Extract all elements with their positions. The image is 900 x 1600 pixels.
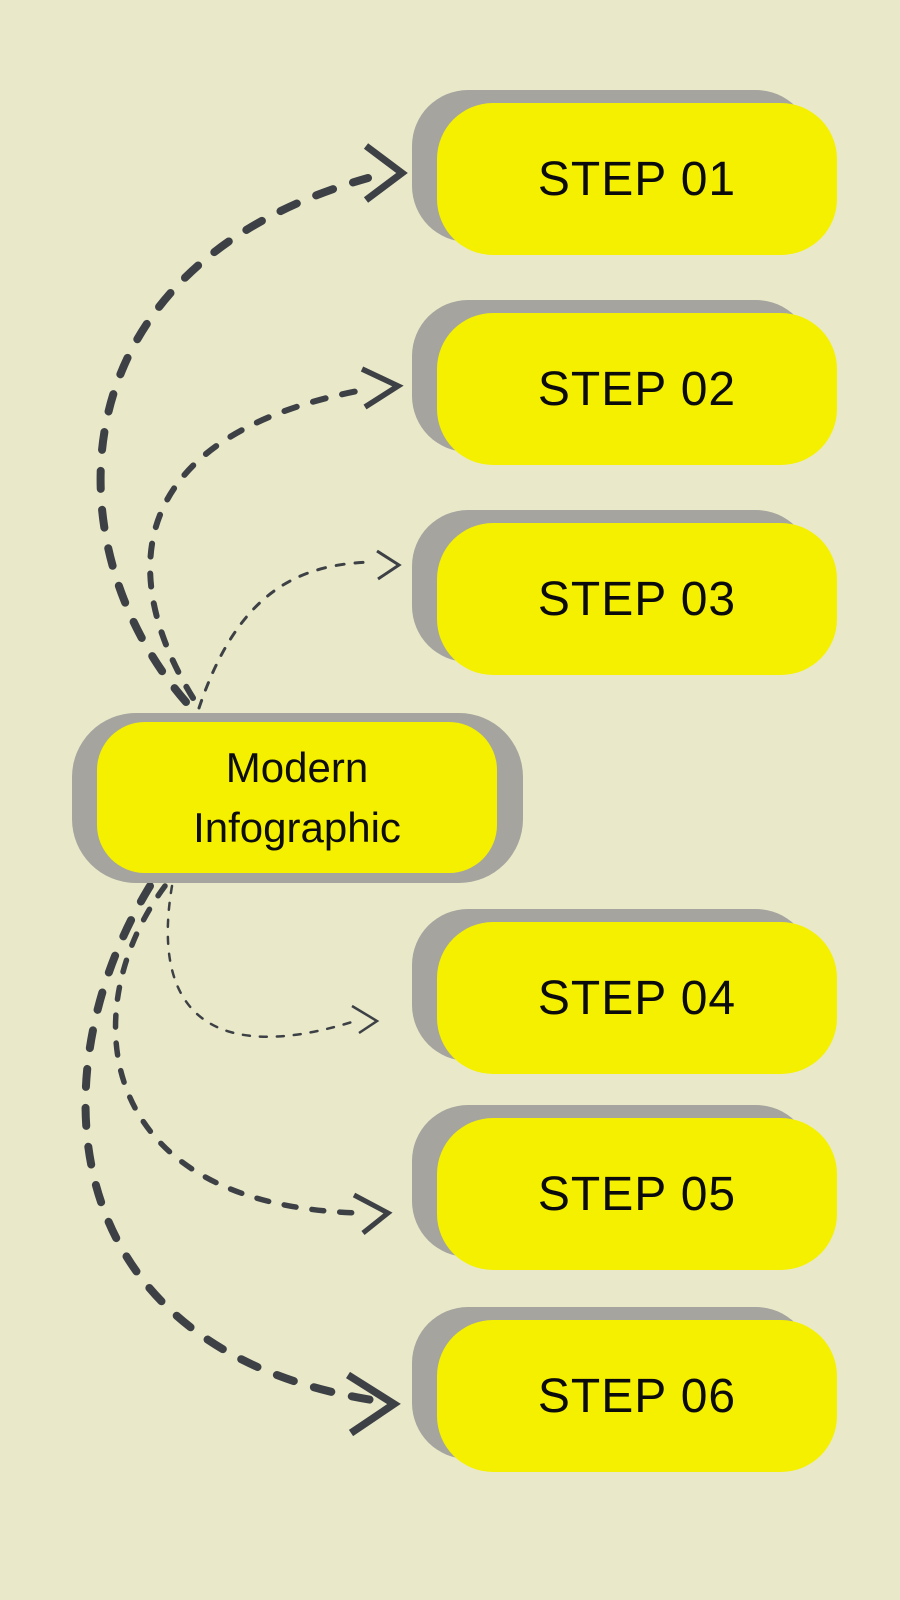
step-node-05-label: STEP 05 — [537, 1167, 737, 1221]
arrow-to-step-02-icon — [147, 366, 404, 701]
arrow-to-step-06-icon — [81, 882, 401, 1437]
center-title-line2: Infographic — [193, 803, 401, 851]
center-node-face: Modern Infographic — [97, 722, 497, 873]
step-node-06-face: STEP 06 — [437, 1320, 837, 1472]
center-node: Modern Infographic — [72, 713, 523, 883]
step-node-05-face: STEP 05 — [437, 1118, 837, 1270]
step-node-06-label: STEP 06 — [537, 1369, 737, 1423]
step-node-01-label: STEP 01 — [537, 152, 737, 206]
step-node-04-face: STEP 04 — [437, 922, 837, 1074]
step-node-03-face: STEP 03 — [437, 523, 837, 675]
center-title-line1: Modern — [225, 743, 369, 791]
step-node-02-face: STEP 02 — [437, 313, 837, 465]
arrow-to-step-04-icon — [166, 884, 380, 1038]
step-node-01: STEP 01 — [412, 90, 837, 255]
step-node-06: STEP 06 — [412, 1307, 837, 1472]
step-node-03: STEP 03 — [412, 510, 837, 675]
arrow-to-step-03-icon — [197, 549, 402, 710]
arrow-to-step-05-icon — [112, 883, 393, 1235]
step-node-02: STEP 02 — [412, 300, 837, 465]
step-node-02-label: STEP 02 — [537, 362, 737, 416]
step-node-03-label: STEP 03 — [537, 572, 737, 626]
step-node-04: STEP 04 — [412, 909, 837, 1074]
step-node-01-face: STEP 01 — [437, 103, 837, 255]
step-node-05: STEP 05 — [412, 1105, 837, 1270]
arrow-to-step-01-icon — [96, 143, 408, 706]
step-node-04-label: STEP 04 — [537, 971, 737, 1025]
